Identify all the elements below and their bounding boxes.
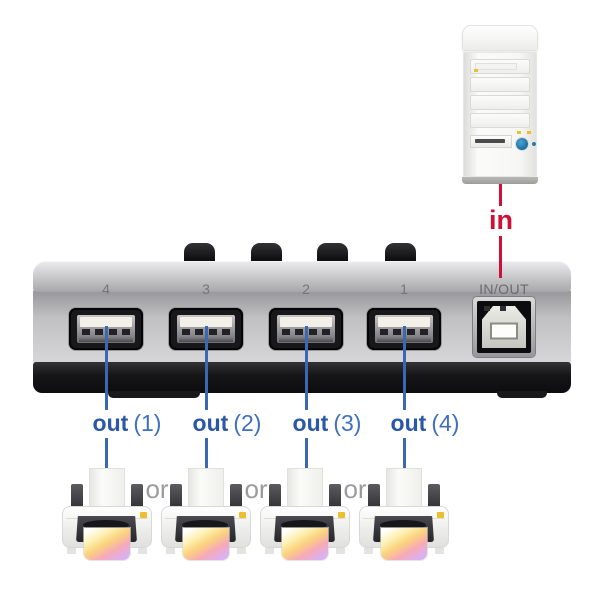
status-led [527,131,531,134]
out-label-3: out(3) [288,410,366,438]
select-button-icon [317,243,348,265]
printed-page [183,528,229,560]
usb-a-tongue [80,317,132,327]
out-connection-line-1 [105,326,108,478]
printer-icon [260,468,350,564]
printer-slot-opening [182,520,228,530]
printer-paper-tray [386,468,422,510]
computer-tower-icon [462,25,538,185]
usb-a-pins [380,329,428,335]
printer-foot [138,548,147,554]
switch-foot [497,391,547,398]
out-number: (3) [333,410,362,436]
usb-b-hole [492,324,516,338]
out-connection-line-2 [205,326,208,478]
out-connection-line-3 [305,326,308,478]
printer-foot [237,548,246,554]
usb-a-tongue [280,317,332,327]
out-word: out [390,410,427,436]
printer-led [239,512,246,518]
drive-bay [470,113,530,128]
cd-drive-slot [475,63,517,70]
paper-guide [131,484,143,512]
printed-page [381,528,427,560]
port-label-1: 1 [400,281,408,297]
out-label-2: out(2) [188,410,266,438]
out-word: out [292,410,329,436]
switch-top-edge [33,261,571,292]
out-label-1: out(1) [88,410,166,438]
usb-a-pins [282,329,330,335]
inout-port-label: IN/OUT [479,281,529,297]
drive-led [474,69,478,72]
printer-paper-tray [188,468,224,510]
port-label-2: 2 [302,281,310,297]
paper-guide [170,484,182,512]
printer-foot [435,548,444,554]
printer-icon [359,468,449,564]
in-label: in [484,205,518,236]
paper-guide [230,484,242,512]
out-number: (2) [233,410,262,436]
printer-slot-opening [281,520,327,530]
paper-guide [329,484,341,512]
drive-bay [470,95,530,110]
usb-b-pin [484,306,490,311]
power-button-icon [516,138,528,150]
usb-a-pins [182,329,230,335]
port-label-3: 3 [202,281,210,297]
usb-b-pin [500,306,506,311]
out-word: out [192,410,229,436]
printer-foot [336,548,345,554]
printed-page [84,528,130,560]
floppy-drive [470,135,512,148]
printer-paper-tray [89,468,125,510]
printer-foot [364,548,373,554]
usb-a-tongue [180,317,232,327]
switch-bottom-band [33,362,571,393]
printer-led [437,512,444,518]
paper-guide [428,484,440,512]
or-label: or [343,474,367,504]
select-button-icon [385,243,416,265]
tower-body [463,52,537,177]
or-label: or [244,474,268,504]
usb-a-pins [82,329,130,335]
switch-foot [108,391,200,398]
paper-guide [71,484,83,512]
printer-foot [265,548,274,554]
status-led [517,131,521,134]
power-led [532,142,536,146]
out-connection-line-4 [403,326,406,478]
usb-b-port-icon [473,297,535,357]
out-word: out [92,410,129,436]
usb-a-tongue [378,317,430,327]
out-label-4: out(4) [386,410,464,438]
printer-slot-opening [83,520,129,530]
drive-bay [470,77,530,92]
printer-led [140,512,147,518]
printer-paper-tray [287,468,323,510]
printer-led [338,512,345,518]
paper-guide [269,484,281,512]
printer-icon [161,468,251,564]
floppy-slot [475,139,505,143]
or-label: or [145,474,169,504]
tower-base [462,177,538,184]
printer-icon [62,468,152,564]
port-label-4: 4 [102,281,110,297]
out-number: (1) [133,410,162,436]
printer-foot [67,548,76,554]
paper-guide [368,484,380,512]
printer-foot [166,548,175,554]
printer-slot-opening [380,520,426,530]
out-number: (4) [431,410,460,436]
select-button-icon [251,243,282,265]
cd-drive-bay [470,59,530,74]
printed-page [282,528,328,560]
select-button-icon [184,243,215,265]
tower-top-cap [462,25,538,51]
